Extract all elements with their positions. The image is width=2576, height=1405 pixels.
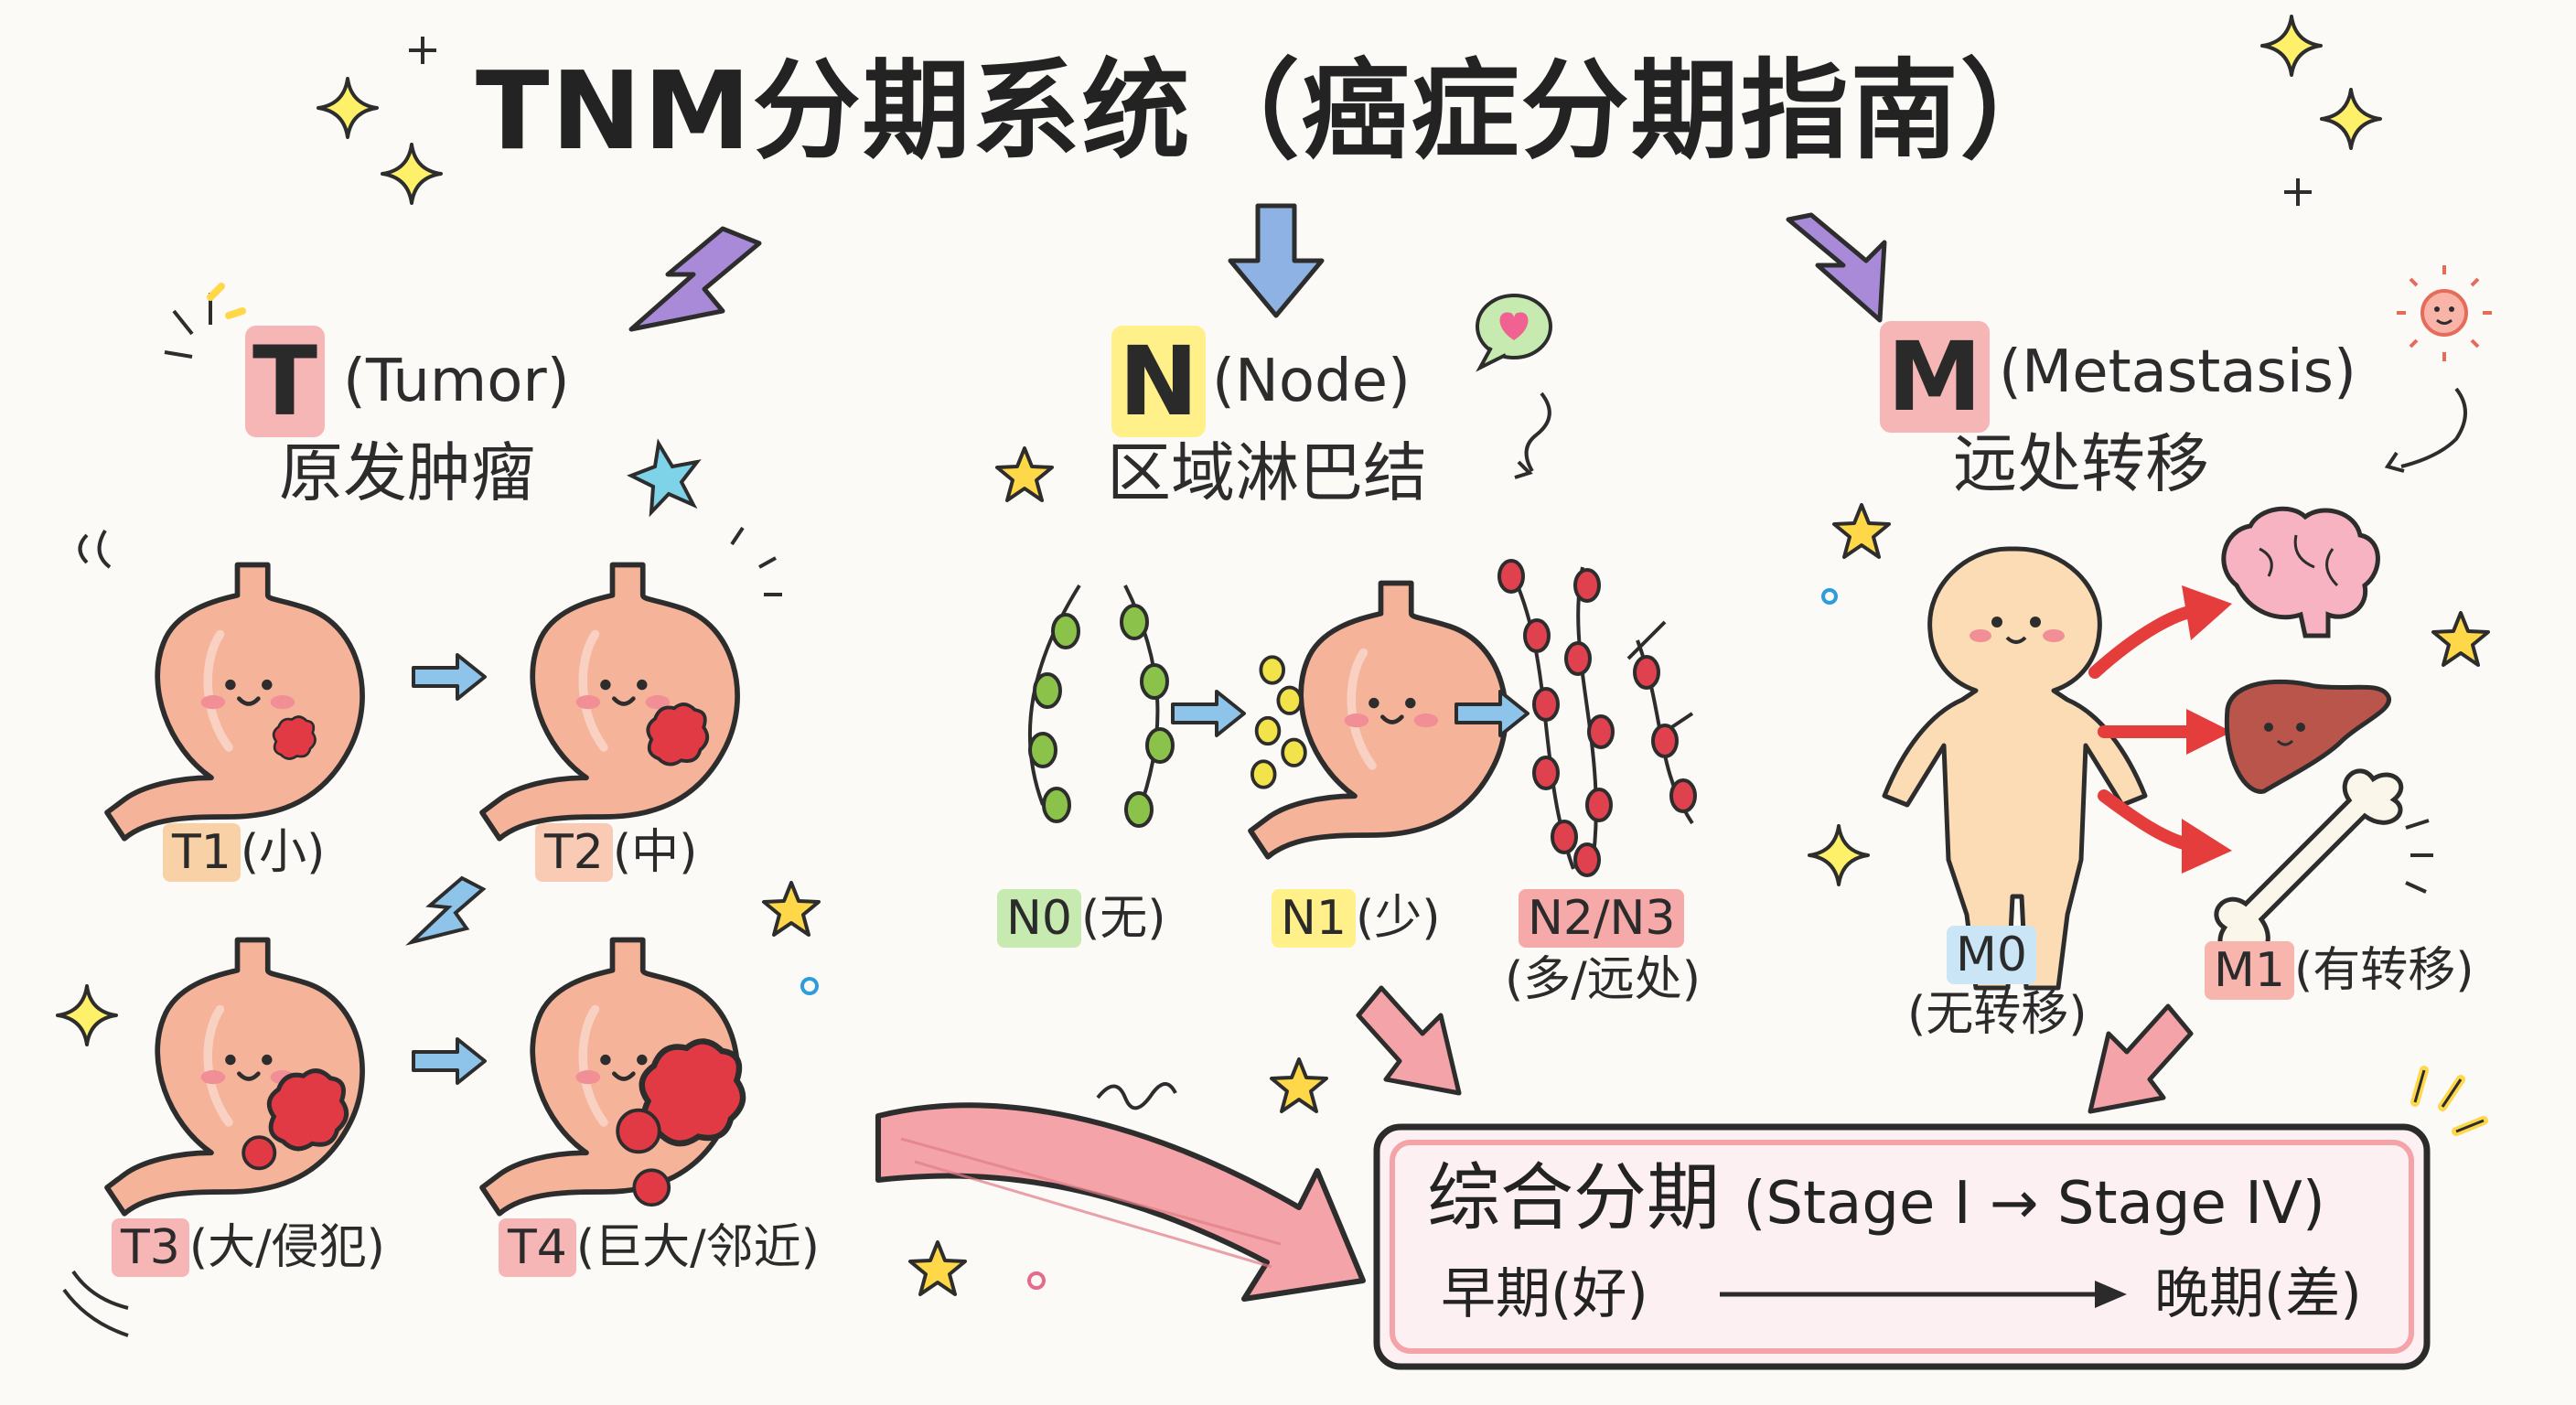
- star-icon: [995, 446, 1054, 502]
- n2-desc: (多/远处): [1505, 952, 1701, 1007]
- summary-late: 晚期(差): [2154, 1262, 2362, 1326]
- m0-desc: (无转移): [1907, 987, 2088, 1042]
- sparkle-icon: [2320, 88, 2382, 150]
- sun-face-icon: [2397, 265, 2492, 361]
- stomach-t2: [482, 565, 737, 839]
- arrow-to-n: [1228, 203, 1325, 318]
- t1-label: T1(小): [163, 823, 325, 882]
- t2-to-t3-arrow: [405, 875, 487, 946]
- sparkle-icon: [381, 143, 443, 205]
- stomach-t3: [107, 940, 362, 1214]
- t-letter: T: [245, 326, 325, 437]
- sparkle-icon: [2284, 178, 2312, 206]
- n0-to-n1-arrow: [1171, 690, 1246, 737]
- lymph-node-chain-n2: [1497, 559, 1697, 877]
- sparkle-icon: [317, 77, 379, 139]
- stomach-t1: [107, 565, 362, 839]
- arrow-to-m: [1786, 212, 1887, 323]
- star-icon: [1832, 503, 1891, 559]
- page-title: TNM分期系统（癌症分期指南）: [476, 48, 2070, 174]
- t-english: (Tumor): [343, 348, 570, 415]
- m-chinese: 远处转移: [1953, 426, 2209, 501]
- n-letter: N: [1111, 326, 1207, 437]
- bone-icon: [2214, 768, 2404, 959]
- summary-box: [1373, 1123, 2431, 1370]
- star-icon: [1270, 1057, 1328, 1113]
- stomach-t4: [482, 940, 743, 1214]
- liver-icon: [2224, 679, 2392, 794]
- brain-icon: [2221, 506, 2380, 638]
- t3-to-t4-arrow: [412, 1037, 487, 1085]
- lymph-node-chain-n0: [1027, 584, 1175, 828]
- t2-label: T2(中): [535, 823, 697, 882]
- star-icon: [627, 438, 702, 518]
- body-figure-icon: [1882, 546, 2148, 991]
- n-chinese: 区域淋巴结: [1107, 435, 1427, 510]
- n1-label: N1(少): [1272, 889, 1441, 948]
- sparkle-icon: [1808, 824, 1870, 886]
- t3-label: T3(大/侵犯): [112, 1218, 385, 1277]
- star-icon: [762, 881, 821, 937]
- m0-label: M0: [1947, 926, 2036, 984]
- stomach-n1: [1250, 584, 1506, 857]
- t1-to-t2-arrow: [412, 653, 487, 701]
- heart-bubble-icon: [1476, 294, 1552, 372]
- sparkle-icon: [56, 984, 118, 1046]
- arrow-to-t: [628, 226, 762, 332]
- summary-early: 早期(好): [1441, 1262, 1648, 1326]
- t-chinese: 原发肿瘤: [279, 435, 535, 510]
- n0-label: N0(无): [997, 889, 1166, 948]
- m-english: (Metastasis): [1999, 338, 2356, 406]
- m-letter: M: [1880, 321, 1990, 433]
- m1-label: M1(有转移): [2205, 941, 2474, 1000]
- star-icon: [2431, 611, 2490, 667]
- n-to-summary-arrow: [1356, 985, 1462, 1096]
- emphasis-lines: [164, 293, 212, 359]
- sparkle-icon: [2260, 15, 2323, 77]
- n2-label: N2/N3: [1519, 889, 1685, 948]
- m-to-summary-arrow: [2088, 1003, 2194, 1114]
- star-icon: [908, 1240, 967, 1296]
- t4-label: T4(巨大/邻近): [499, 1218, 820, 1277]
- n-english: (Node): [1212, 348, 1411, 415]
- t-to-summary-arrow: [875, 1102, 1366, 1302]
- sparkle-icon: [409, 37, 436, 64]
- summary-heading: 综合分期 (Stage I → Stage IV): [1427, 1155, 2325, 1240]
